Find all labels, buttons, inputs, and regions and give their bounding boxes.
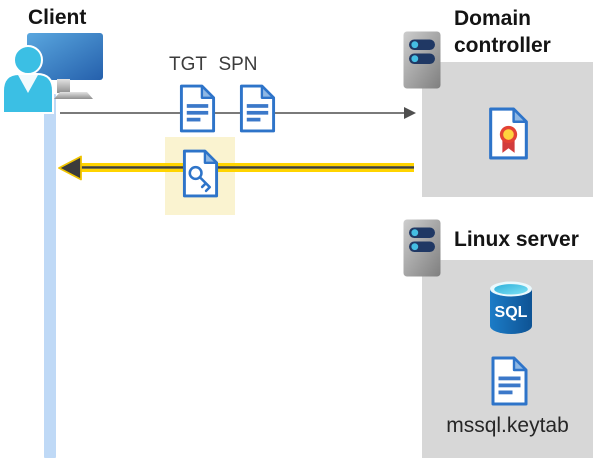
client-label: Client	[28, 6, 87, 29]
keytab-filename-label: mssql.keytab	[446, 414, 569, 437]
tgt-document-icon	[179, 84, 216, 133]
response-arrow-icon	[58, 155, 414, 181]
request-arrow-icon	[60, 107, 416, 119]
sql-icon-label: SQL	[495, 304, 528, 321]
domain-controller-server-icon	[403, 31, 441, 89]
client-workstation-icon	[2, 33, 103, 114]
key-ticket-document-icon	[182, 149, 219, 198]
keytab-document-icon	[491, 356, 528, 406]
tgt-label: TGT	[169, 54, 207, 75]
spn-document-icon	[239, 84, 276, 133]
domain-controller-label: Domain controller	[454, 7, 551, 57]
client-lifeline-bar	[44, 94, 56, 458]
spn-label: SPN	[218, 54, 258, 75]
linux-server-label: Linux server	[454, 228, 579, 251]
certificate-icon	[489, 107, 528, 160]
sql-database-icon: SQL	[490, 281, 532, 334]
linux-server-server-icon	[403, 219, 441, 277]
